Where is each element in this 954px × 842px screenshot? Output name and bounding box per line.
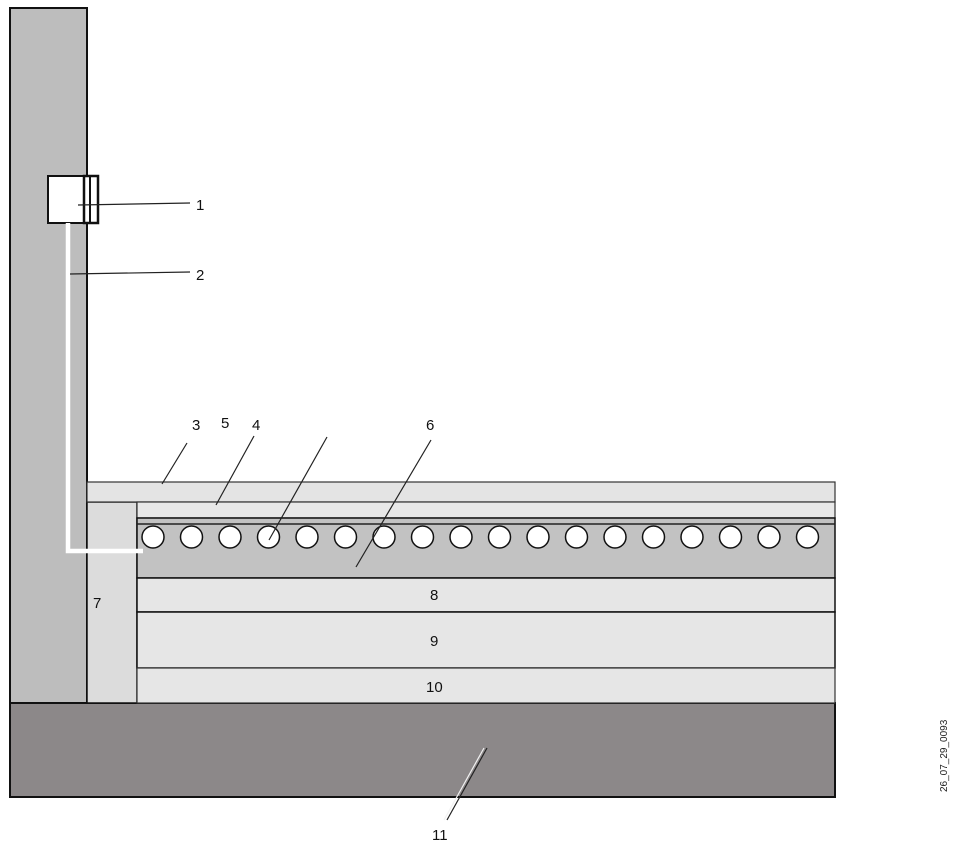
heating-pipe [372,525,396,549]
screed-layer [136,517,836,579]
label-9: 9 [430,633,438,650]
intermediate-layer [136,501,836,519]
heating-pipe [641,525,666,549]
heating-pipe [295,525,319,549]
leader-line-4 [215,435,255,506]
label-5: 5 [221,415,229,432]
leader-line-5 [268,436,328,541]
label-1: 1 [196,197,204,214]
heating-pipe [333,525,358,549]
heating-pipe [564,525,589,549]
label-6: 6 [426,417,434,434]
label-4: 4 [252,417,260,434]
heating-pipe [795,525,820,549]
label-10: 10 [426,679,443,696]
image-code: 26_07_29_0093 [939,719,950,792]
heating-pipe [141,525,165,549]
leader-line-1 [77,202,191,206]
leader-line-11 [446,747,488,821]
leader-line-3 [161,442,188,485]
layer-10 [136,667,836,704]
layer-9 [136,611,836,669]
heating-pipe [179,525,204,549]
label-11: 11 [432,827,448,842]
edge-insulation-strip [86,501,138,704]
heating-pipe [449,525,473,549]
heating-pipes [141,525,820,549]
heating-pipe [603,525,627,549]
label-8: 8 [430,587,438,604]
heating-pipe [680,525,704,549]
heating-pipe [757,525,781,549]
leader-line-6 [355,439,432,568]
sensor-box-mount [82,174,100,225]
sensor-cable [65,223,143,554]
label-7: 7 [93,595,101,612]
leader-line-11-b [443,747,485,821]
label-2: 2 [196,267,204,284]
floor-covering-layer [86,481,836,503]
leader-line-2 [69,271,191,275]
label-3: 3 [192,417,200,434]
heating-pipe [218,525,242,549]
heating-pipe [487,525,512,549]
base-slab [9,702,836,798]
heating-pipe [410,525,435,549]
wall [9,7,88,704]
heating-pipe [718,525,743,549]
layer-8 [136,577,836,613]
heating-pipe [526,525,550,549]
heating-pipe [256,525,281,549]
